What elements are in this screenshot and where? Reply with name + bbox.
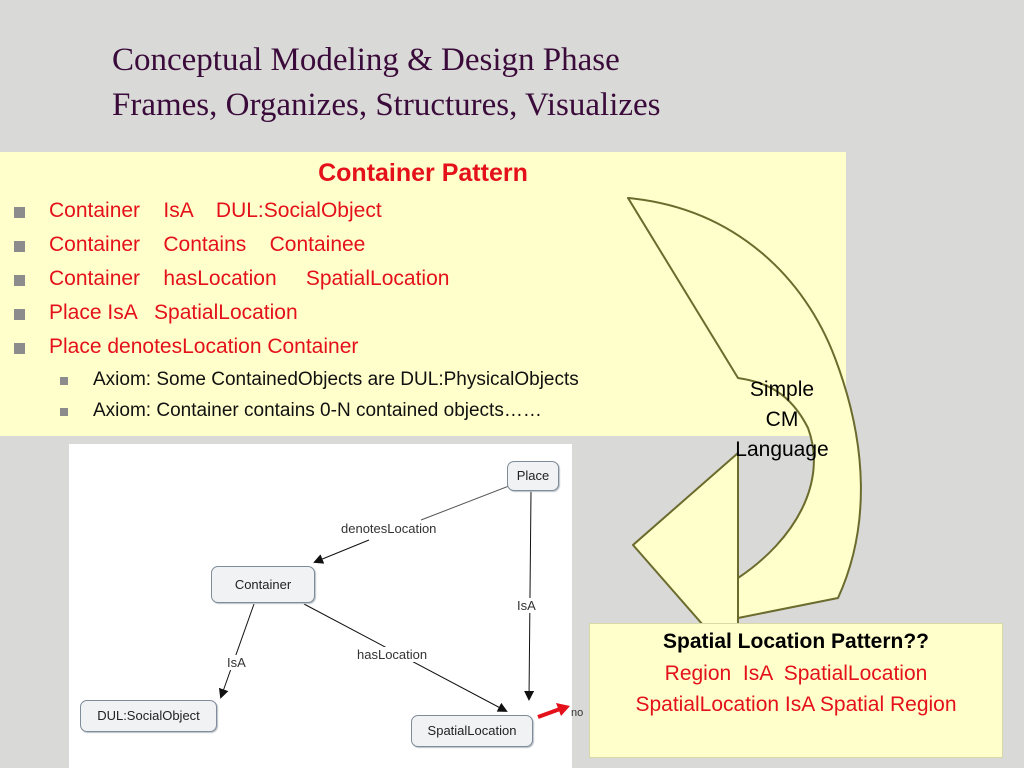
pattern-bullet: Container Contains Containee (14, 233, 365, 305)
edge-denotes-location-arrow (313, 539, 370, 564)
node-container[interactable]: Container (211, 566, 315, 603)
node-spatial-location[interactable]: SpatialLocation (411, 715, 533, 747)
square-bullet-icon (60, 377, 68, 385)
pattern-bullet: Container hasLocation SpatialLocation (14, 267, 449, 339)
edge-label-has-location: hasLocation (355, 647, 430, 662)
cm-label-line: Language (735, 438, 829, 461)
cm-label-line: CM (765, 408, 799, 431)
edge-label-isa-right: IsA (515, 598, 538, 613)
square-bullet-icon (60, 408, 68, 416)
pattern-bullet-text: Container Contains Containee (49, 233, 366, 256)
edge-label-isa-left: IsA (225, 655, 248, 670)
edge-label-denotes-location: denotesLocation (339, 521, 439, 536)
square-bullet-icon (14, 343, 25, 354)
edge-isa-right (524, 490, 535, 701)
edge-isa-left (218, 603, 255, 699)
edge-denotes-location (420, 485, 510, 521)
clipped-note-text: no (571, 707, 584, 719)
square-bullet-icon (14, 275, 25, 286)
concept-map-edges (218, 485, 535, 712)
pattern-bullet: Place denotesLocation Container (14, 335, 358, 407)
pointer-arrow-graphic (537, 703, 570, 719)
spatial-pattern-line: Region IsA SpatialLocation (664, 662, 928, 685)
axiom-bullet-text: Axiom: Some ContainedObjects are DUL:Phy… (93, 369, 579, 390)
square-bullet-icon (14, 309, 25, 320)
spatial-pattern-line: SpatialLocation IsA Spatial Region (635, 693, 957, 716)
pattern-bullet: Container IsA DUL:SocialObject (14, 199, 382, 271)
pattern-bullet-text: Container hasLocation SpatialLocation (49, 267, 450, 290)
node-place[interactable]: Place (507, 461, 559, 491)
spatial-location-pattern-box (589, 623, 1003, 758)
slide-title-line1: Conceptual Modeling & Design Phase (112, 42, 620, 78)
square-bullet-icon (14, 241, 25, 252)
curved-arrow-icon (627, 197, 862, 619)
red-arrow-icon (537, 707, 561, 719)
node-social-object[interactable]: DUL:SocialObject (80, 700, 217, 732)
axiom-bullet-text: Axiom: Container contains 0-N contained … (93, 400, 542, 421)
cm-language-label: Simple CM Language (726, 375, 838, 465)
slide-title: Conceptual Modeling & Design Phase Frame… (112, 38, 912, 128)
spatial-location-pattern-heading: Spatial Location Pattern?? (662, 630, 930, 653)
pattern-bullet-text: Place denotesLocation Container (49, 335, 359, 358)
concept-map-panel: Place Container DUL:SocialObject Spatial… (69, 444, 572, 768)
pattern-bullet-text: Place IsA SpatialLocation (49, 301, 298, 324)
pattern-bullet-text: Container IsA DUL:SocialObject (49, 199, 382, 222)
red-arrow-head-icon (556, 703, 570, 716)
slide-title-line2: Frames, Organizes, Structures, Visualize… (112, 87, 661, 123)
square-bullet-icon (14, 207, 25, 218)
axiom-bullet: Axiom: Some ContainedObjects are DUL:Phy… (60, 369, 579, 435)
pattern-bullet: Place IsA SpatialLocation (14, 301, 298, 373)
axiom-bullet: Axiom: Container contains 0-N contained … (60, 400, 542, 466)
container-pattern-heading: Container Pattern (318, 159, 528, 187)
cm-label-line: Simple (749, 378, 815, 401)
